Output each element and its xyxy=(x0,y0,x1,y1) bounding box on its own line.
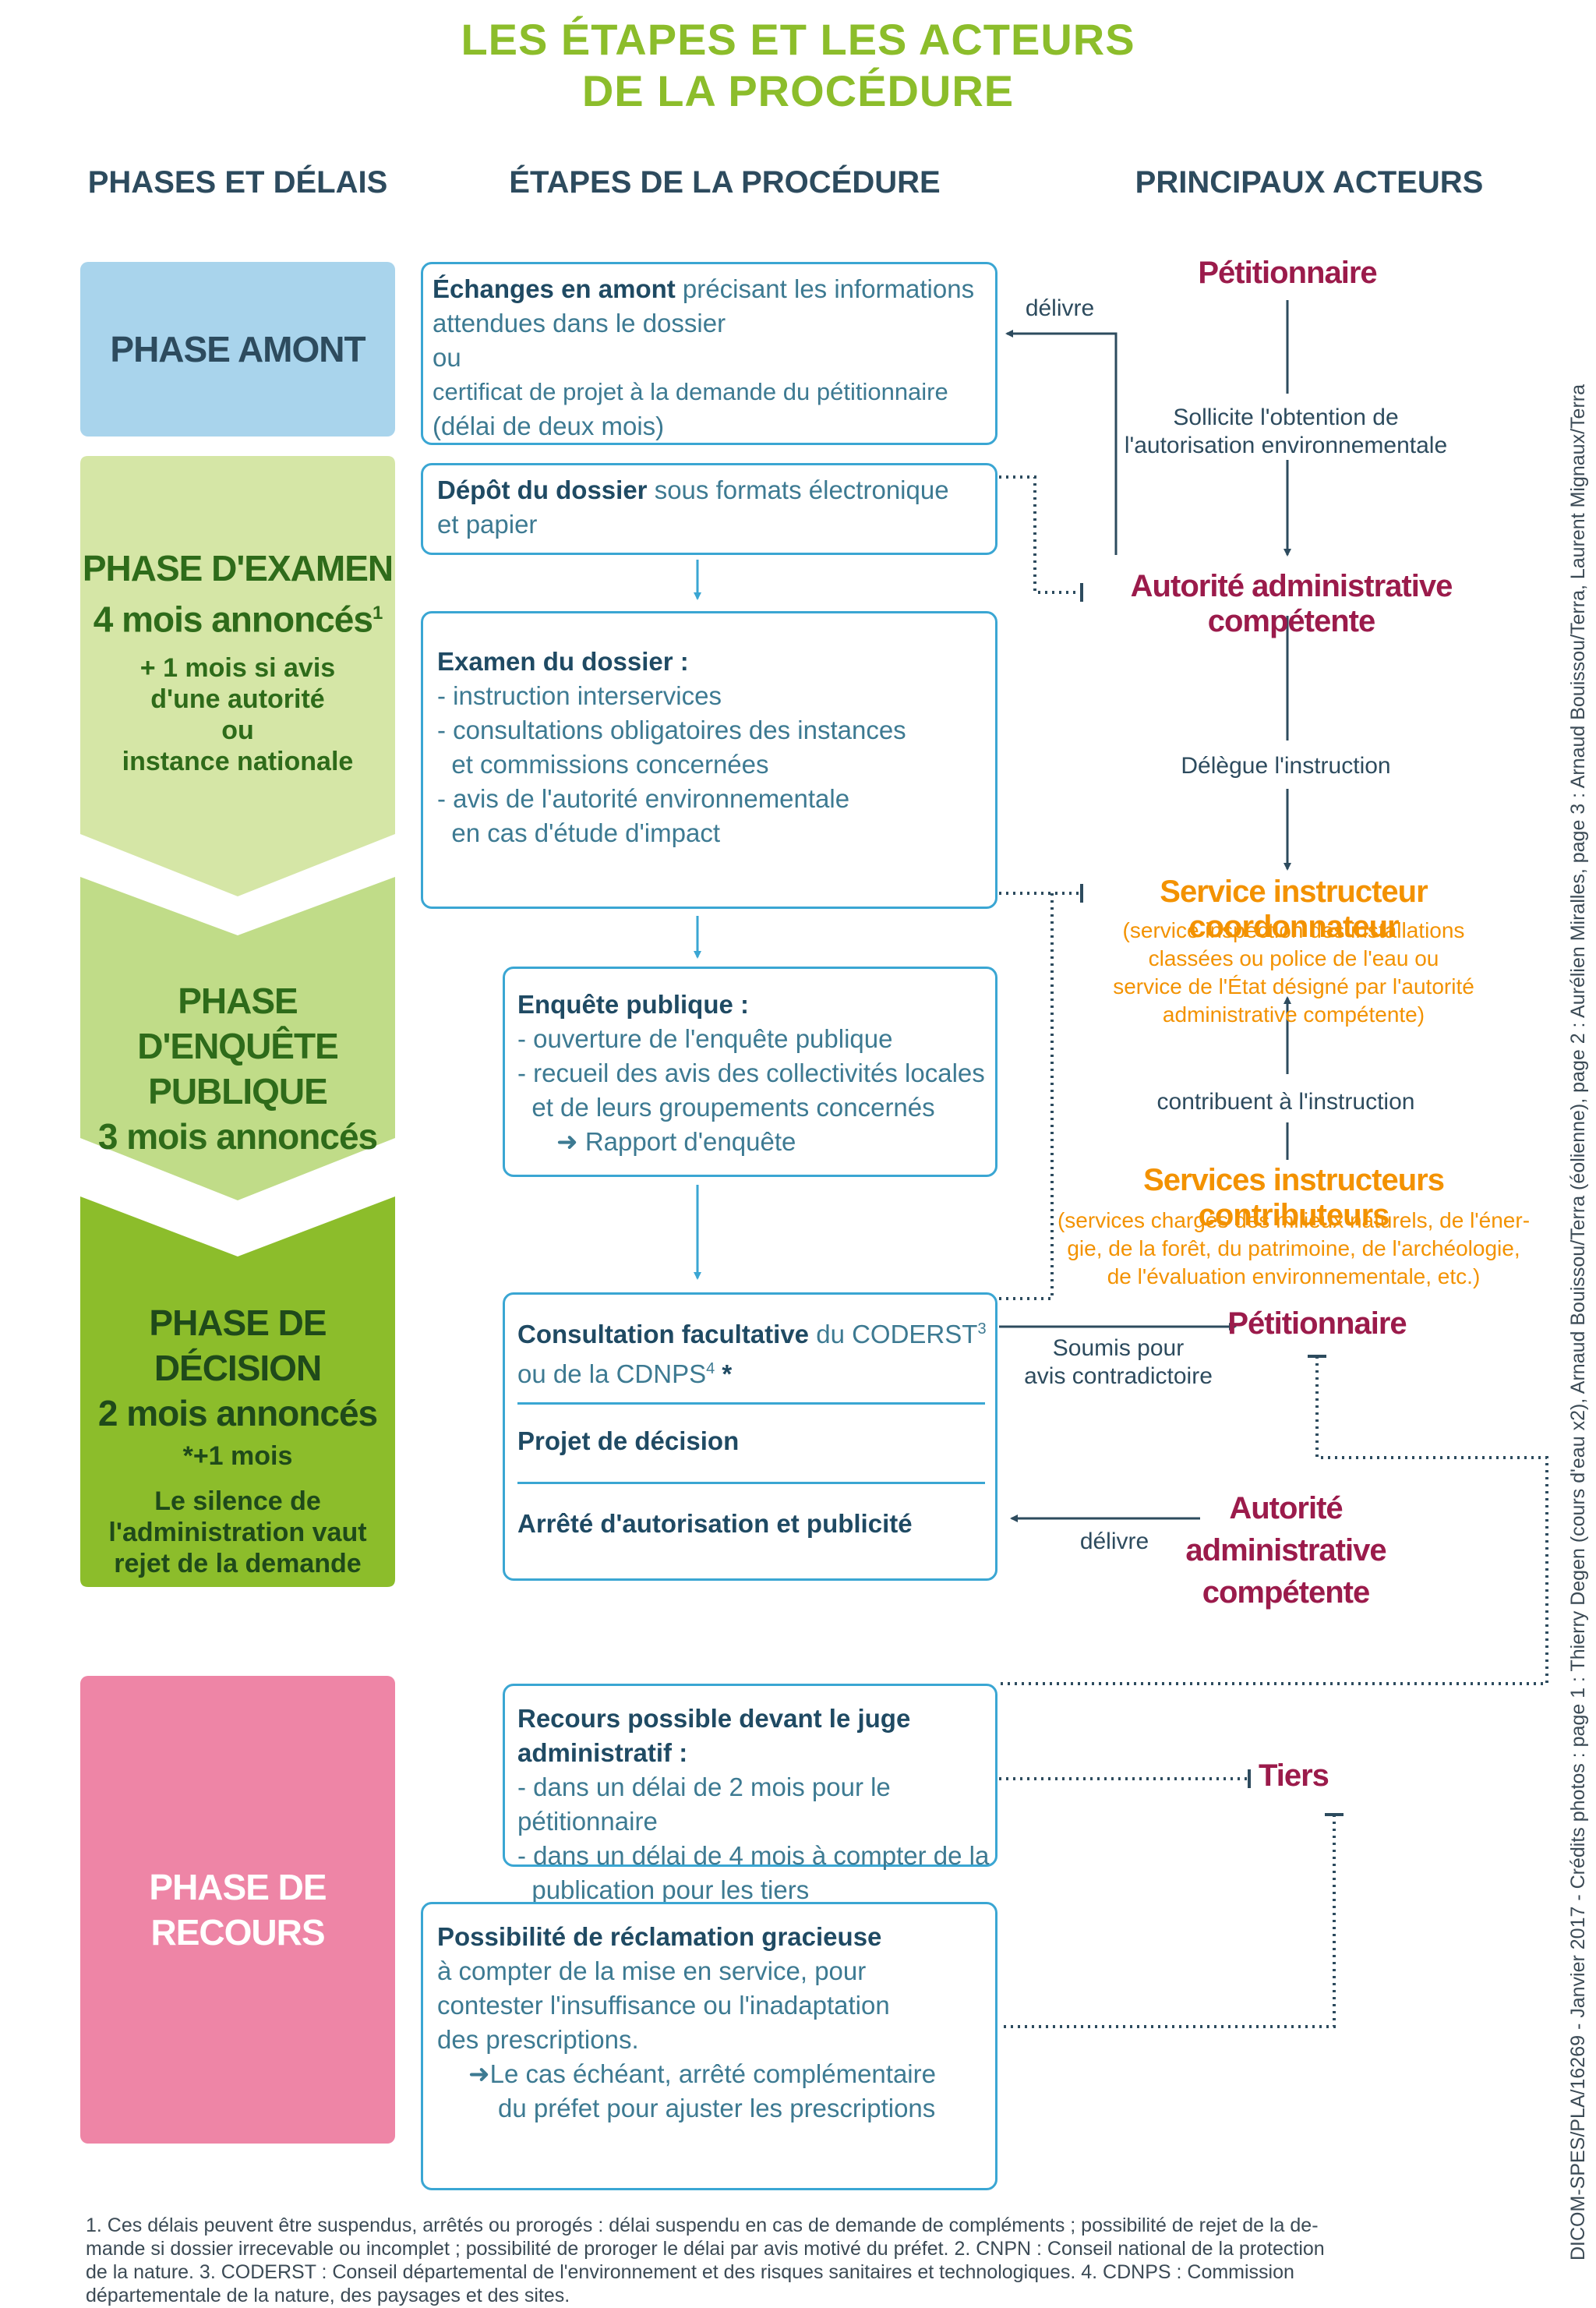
box-arrete-autorisation: Arrêté d'autorisation et publicité xyxy=(517,1509,913,1538)
actor-petitionnaire-1: Pétitionnaire xyxy=(1198,256,1377,290)
actor-petitionnaire-2: Pétitionnaire xyxy=(1227,1306,1407,1341)
title-line-1: LES ÉTAPES ET LES ACTEURS xyxy=(461,15,1135,64)
dotted-petitionnaire-recours xyxy=(999,1356,1548,1685)
phase-decision-extra: *+1 mois xyxy=(182,1441,293,1471)
phase-decision: PHASE DE DÉCISION 2 mois annoncés *+1 mo… xyxy=(80,1300,395,1579)
phase-recours: PHASE DE RECOURS xyxy=(80,1676,395,2144)
phase-enquete: PHASE D'ENQUÊTE PUBLIQUE 3 mois annoncés xyxy=(80,978,395,1159)
separator-1 xyxy=(517,1402,985,1405)
phase-recours-title: PHASE DE RECOURS xyxy=(149,1867,327,1953)
phase-decision-duration: 2 mois annoncés xyxy=(97,1393,378,1433)
label-contribuent: contribuent à l'instruction xyxy=(1156,1089,1415,1115)
phase-amont-shape xyxy=(80,262,395,437)
phase-enquete-title-2: PUBLIQUE xyxy=(148,1071,328,1112)
actor-autorite-1: Autorité administrative compétente xyxy=(1130,569,1453,638)
column-header-steps: ÉTAPES DE LA PROCÉDURE xyxy=(509,165,941,200)
box-enquete-text: Enquête publique : - ouverture de l'enqu… xyxy=(517,990,985,1156)
label-delivre-2: délivre xyxy=(1079,1529,1149,1554)
phase-enquete-shape xyxy=(80,877,395,1200)
footnote: 1. Ces délais peuvent être suspendus, ar… xyxy=(86,2214,1325,2306)
box-echanges-text: Échanges en amont précisant les informat… xyxy=(433,274,975,440)
phase-decision-title: PHASE DE DÉCISION xyxy=(149,1302,327,1388)
phase-enquete-title-1: PHASE D'ENQUÊTE xyxy=(137,981,339,1066)
label-delegue: Délègue l'instruction xyxy=(1181,753,1391,779)
dotted-tiers-reclamation xyxy=(999,1815,1336,2028)
dotted-depot-autorite xyxy=(999,475,1079,594)
box-decision: Consultation facultative du CODERST3 ou … xyxy=(503,1292,998,1581)
box-reclamation-text: Possibilité de réclamation gracieuse à c… xyxy=(437,1922,936,2122)
page-title: LES ÉTAPES ET LES ACTEURS DE LA PROCÉDUR… xyxy=(0,14,1596,117)
title-line-2: DE LA PROCÉDURE xyxy=(581,66,1015,115)
services-contributeurs-detail: (services chargés des milieux naturels, … xyxy=(1057,1208,1531,1288)
box-projet-decision: Projet de décision xyxy=(517,1426,740,1455)
actor-tiers: Tiers xyxy=(1259,1758,1329,1793)
phase-examen: PHASE D'EXAMEN 4 mois annoncés1 + 1 mois… xyxy=(80,546,395,777)
box-depot-dossier: Dépôt du dossier sous formats électroniq… xyxy=(421,463,998,555)
box-reclamation-gracieuse: Possibilité de réclamation gracieuse à c… xyxy=(421,1902,998,2190)
dotted-decision-coord xyxy=(999,893,1054,1300)
phase-examen-shape xyxy=(80,456,395,896)
column-header-actors: PRINCIPAUX ACTEURS xyxy=(1135,165,1484,200)
photo-credits: DICOM-SPES/PLA/16269 - Janvier 2017 - Cr… xyxy=(1567,384,1589,2260)
box-echanges-amont: Échanges en amont précisant les informat… xyxy=(421,262,998,445)
phase-enquete-duration: 3 mois annoncés xyxy=(97,1116,378,1157)
phase-amont-title: PHASE AMONT xyxy=(110,329,365,369)
phase-recours-shape xyxy=(80,1676,395,2144)
actor-services-contributeurs: Services instructeurs contributeurs xyxy=(1143,1163,1445,1232)
phase-amont: PHASE AMONT xyxy=(80,262,395,437)
box-recours: Recours possible devant le juge administ… xyxy=(503,1684,998,1904)
box-examen-text: Examen du dossier : - instruction inters… xyxy=(437,647,906,847)
actor-service-coordonnateur: Service instructeur coordonnateur xyxy=(1160,875,1428,944)
arrow-right-icon: ➜ xyxy=(556,1127,585,1156)
arrow-right-icon: ➜ xyxy=(468,2059,490,2088)
label-delivre-1: délivre xyxy=(1025,295,1095,321)
phase-decision-shape xyxy=(80,1196,395,1587)
box-examen-dossier: Examen du dossier : - instruction inters… xyxy=(421,611,998,909)
box-depot-text: Dépôt du dossier sous formats électroniq… xyxy=(437,475,949,539)
phase-examen-title: PHASE D'EXAMEN xyxy=(82,548,394,588)
separator-2 xyxy=(517,1482,985,1484)
box-consultation-text: Consultation facultative du CODERST3 ou … xyxy=(517,1320,987,1388)
arrow-delivre-1 xyxy=(1005,330,1118,555)
column-header-phases: PHASES ET DÉLAIS xyxy=(87,165,388,200)
box-recours-text: Recours possible devant le juge administ… xyxy=(517,1704,990,1904)
box-enquete-publique: Enquête publique : - ouverture de l'enqu… xyxy=(503,967,998,1177)
phase-examen-duration: 4 mois annoncés1 xyxy=(93,599,383,640)
